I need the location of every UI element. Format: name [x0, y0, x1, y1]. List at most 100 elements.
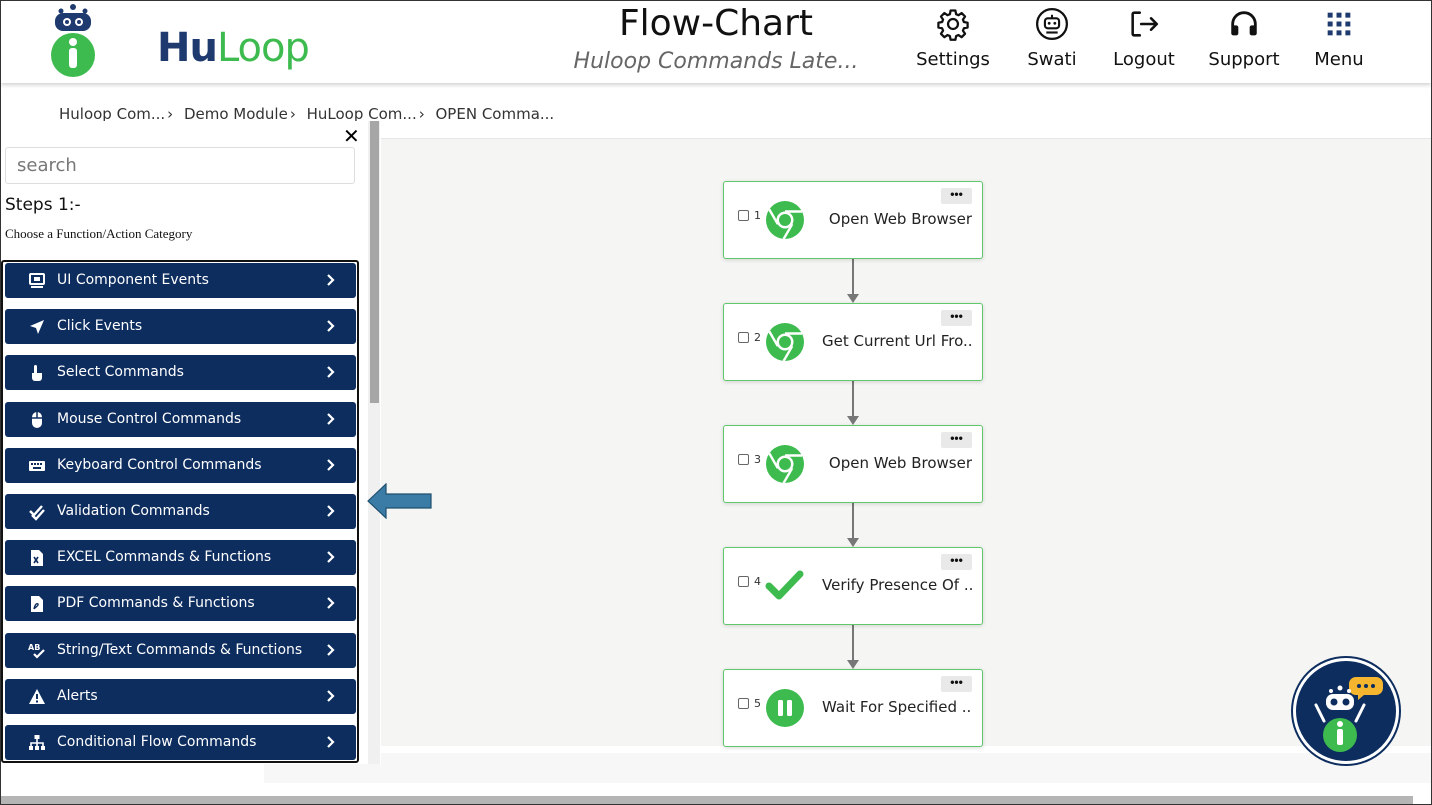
chevron-right-icon	[327, 458, 335, 471]
menu-button[interactable]: Menu	[1305, 7, 1373, 77]
chevron-right-icon	[327, 320, 335, 332]
flow-node[interactable]: ••• 5 Wait For Specified ...	[723, 669, 983, 747]
settings-button[interactable]: Settings	[913, 7, 993, 77]
logout-label: Logout	[1113, 49, 1175, 70]
arrow-down-icon	[847, 416, 859, 425]
brand-loop: Loop	[216, 25, 310, 71]
chevron-right-icon	[327, 736, 335, 748]
node-checkbox[interactable]	[738, 454, 749, 465]
username-label: Swati	[1027, 49, 1077, 70]
steps-heading: Steps 1:-	[5, 195, 81, 215]
huloop-robot-logo-icon	[51, 4, 95, 77]
flow-node[interactable]: ••• 4 Verify Presence Of ...	[723, 547, 983, 625]
check-icon	[765, 570, 804, 600]
node-title: Open Web Browser	[828, 454, 972, 472]
canvas-footer	[264, 753, 1431, 783]
node-checkbox[interactable]	[738, 210, 749, 221]
category-label: String/Text Commands & Functions	[57, 641, 303, 658]
category-label: Mouse Control Commands	[57, 410, 242, 427]
category-alerts[interactable]: Alerts	[5, 678, 356, 714]
chevron-right-icon	[327, 366, 335, 379]
chevron-right-icon	[327, 597, 335, 610]
warning-icon	[29, 688, 45, 704]
node-menu-button[interactable]: •••	[941, 432, 972, 448]
node-title: Open Web Browser	[828, 210, 972, 228]
category-label: Click Events	[57, 318, 143, 335]
menu-label: Menu	[1314, 49, 1364, 70]
category-click-events[interactable]: Click Events	[5, 309, 356, 345]
flow-node[interactable]: ••• 2 Get Current Url Fro...	[723, 303, 983, 381]
chevron-right-icon: ›	[418, 105, 425, 123]
category-validation-commands[interactable]: Validation Commands	[5, 493, 356, 529]
category-mouse-control-commands[interactable]: Mouse Control Commands	[5, 401, 356, 437]
arrow-down-icon	[847, 294, 859, 303]
keyboard-icon	[29, 460, 45, 471]
chevron-right-icon	[327, 412, 335, 425]
category-label: Keyboard Control Commands	[57, 456, 262, 473]
category-pdf-commands[interactable]: PDF Commands & Functions	[5, 586, 356, 622]
chatbot-button[interactable]	[1293, 658, 1399, 764]
search-input[interactable]	[5, 147, 355, 184]
category-label: EXCEL Commands & Functions	[57, 549, 272, 566]
category-label: Alerts	[57, 687, 98, 704]
node-menu-button[interactable]: •••	[941, 554, 972, 570]
close-panel-button[interactable]: ✕	[343, 124, 360, 148]
grid-menu-icon	[1327, 12, 1351, 36]
node-checkbox[interactable]	[738, 698, 749, 709]
chevron-right-icon	[327, 689, 335, 702]
node-menu-button[interactable]: •••	[941, 310, 972, 326]
arrow-down-icon	[847, 538, 859, 547]
node-number: 3	[754, 453, 761, 466]
node-title: Wait For Specified ...	[822, 698, 972, 716]
excel-file-icon	[31, 550, 43, 567]
category-ui-component-events[interactable]: UI Component Events	[5, 263, 356, 298]
logout-button[interactable]: Logout	[1107, 7, 1181, 77]
category-keyboard-control-commands[interactable]: Keyboard Control Commands	[5, 447, 356, 483]
gear-icon	[937, 9, 969, 41]
node-number: 1	[754, 209, 761, 222]
horizontal-scrollbar[interactable]	[1, 796, 1413, 804]
robot-avatar-icon	[1035, 7, 1069, 41]
category-label: Select Commands	[57, 364, 184, 381]
chevron-right-icon	[327, 274, 335, 286]
flow-node[interactable]: ••• 3 Open Web Browser	[723, 425, 983, 503]
node-menu-button[interactable]: •••	[941, 676, 972, 692]
breadcrumb-item[interactable]: Demo Module	[183, 105, 288, 123]
flow-connector	[852, 502, 854, 538]
chevron-right-icon: ›	[167, 105, 174, 123]
arrow-left-icon	[367, 483, 432, 519]
breadcrumb: Huloop Com...› Demo Module› HuLoop Com..…	[59, 105, 554, 127]
category-select-commands[interactable]: Select Commands	[5, 355, 356, 391]
monitor-icon	[29, 273, 45, 288]
category-label: PDF Commands & Functions	[57, 595, 255, 612]
chevron-right-icon: ›	[289, 105, 296, 123]
panel-scrollbar-thumb[interactable]	[370, 121, 379, 403]
support-button[interactable]: Support	[1204, 7, 1284, 77]
flow-connector	[852, 380, 854, 416]
user-profile-button[interactable]: Swati	[1015, 7, 1089, 77]
brand-name: HuLoop	[157, 25, 310, 71]
headset-icon	[1231, 11, 1257, 36]
node-title: Get Current Url Fro...	[822, 332, 972, 350]
node-menu-button[interactable]: •••	[941, 188, 972, 204]
flow-node[interactable]: ••• 1 Open Web Browser	[723, 181, 983, 259]
chevron-right-icon	[327, 551, 335, 563]
double-check-icon	[29, 505, 45, 521]
chrome-icon	[766, 323, 804, 362]
node-checkbox[interactable]	[738, 332, 749, 343]
category-string-text-commands[interactable]: AB String/Text Commands & Functions	[5, 632, 356, 668]
node-number: 5	[754, 697, 761, 710]
node-checkbox[interactable]	[738, 576, 749, 587]
breadcrumb-item[interactable]: HuLoop Com...	[306, 105, 417, 123]
node-title: Verify Presence Of ...	[822, 576, 972, 594]
chevron-right-icon	[327, 643, 335, 656]
category-excel-commands[interactable]: EXCEL Commands & Functions	[5, 540, 356, 576]
category-conditional-flow-commands[interactable]: Conditional Flow Commands	[5, 724, 356, 760]
breadcrumb-current: OPEN Comma...	[435, 105, 555, 123]
arrow-down-icon	[847, 660, 859, 669]
spell-check-icon: AB	[28, 643, 45, 659]
brand-hu: Hu	[157, 25, 218, 71]
huloop-logo[interactable]: HuLoop	[47, 3, 310, 81]
breadcrumb-item[interactable]: Huloop Com...	[59, 105, 166, 123]
category-list: UI Component Events Click Events Select …	[1, 260, 359, 763]
